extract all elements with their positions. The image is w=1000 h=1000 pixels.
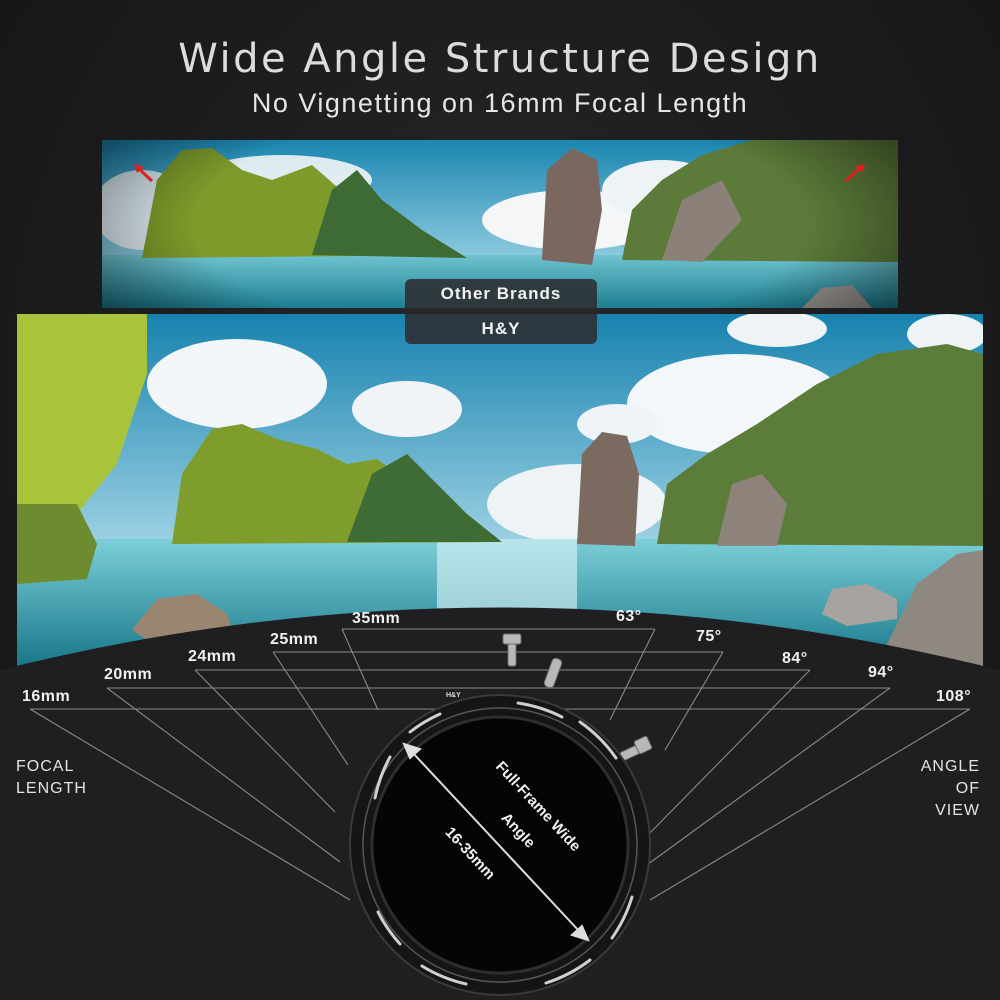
vignette-arrow-right-icon (844, 164, 865, 183)
focal-length-25mm: 25mm (270, 631, 319, 648)
focal-length-16mm: 16mm (22, 688, 71, 705)
angle-84: 84° (782, 650, 808, 667)
page-subtitle: No Vignetting on 16mm Focal Length (251, 88, 749, 118)
heading-line: VIEW (935, 802, 980, 819)
angle-63: 63° (616, 608, 642, 625)
focal-length-20mm: 20mm (104, 666, 153, 683)
filter-ring-icon: H&Y (349, 633, 653, 996)
heading-line: FOCAL (16, 758, 75, 775)
heading-line: OF (955, 780, 980, 797)
nd-filter-illustration: H&Y Full-Frame Wide Angle 16-35mm (340, 633, 660, 1000)
heading-line: ANGLE (920, 758, 980, 775)
focal-length-35mm: 35mm (352, 610, 401, 627)
focal-length-24mm: 24mm (188, 648, 237, 665)
page-title: Wide Angle Structure Design (178, 36, 822, 82)
angle-108: 108° (936, 688, 972, 705)
vignette-arrow-left-icon (134, 164, 154, 183)
focal-length-heading: FOCAL LENGTH (16, 756, 87, 800)
heading-line: LENGTH (16, 780, 87, 797)
angle-of-view-heading: ANGLE OF VIEW (921, 756, 980, 822)
hy-filter-photo (17, 314, 983, 670)
filter-brand-mark: H&Y (446, 692, 461, 699)
other-brands-label: Other Brands (405, 279, 597, 309)
angle-75: 75° (696, 628, 722, 645)
hy-label: H&Y (405, 314, 597, 344)
angle-94: 94° (868, 664, 894, 681)
landscape-illustration (17, 314, 983, 670)
